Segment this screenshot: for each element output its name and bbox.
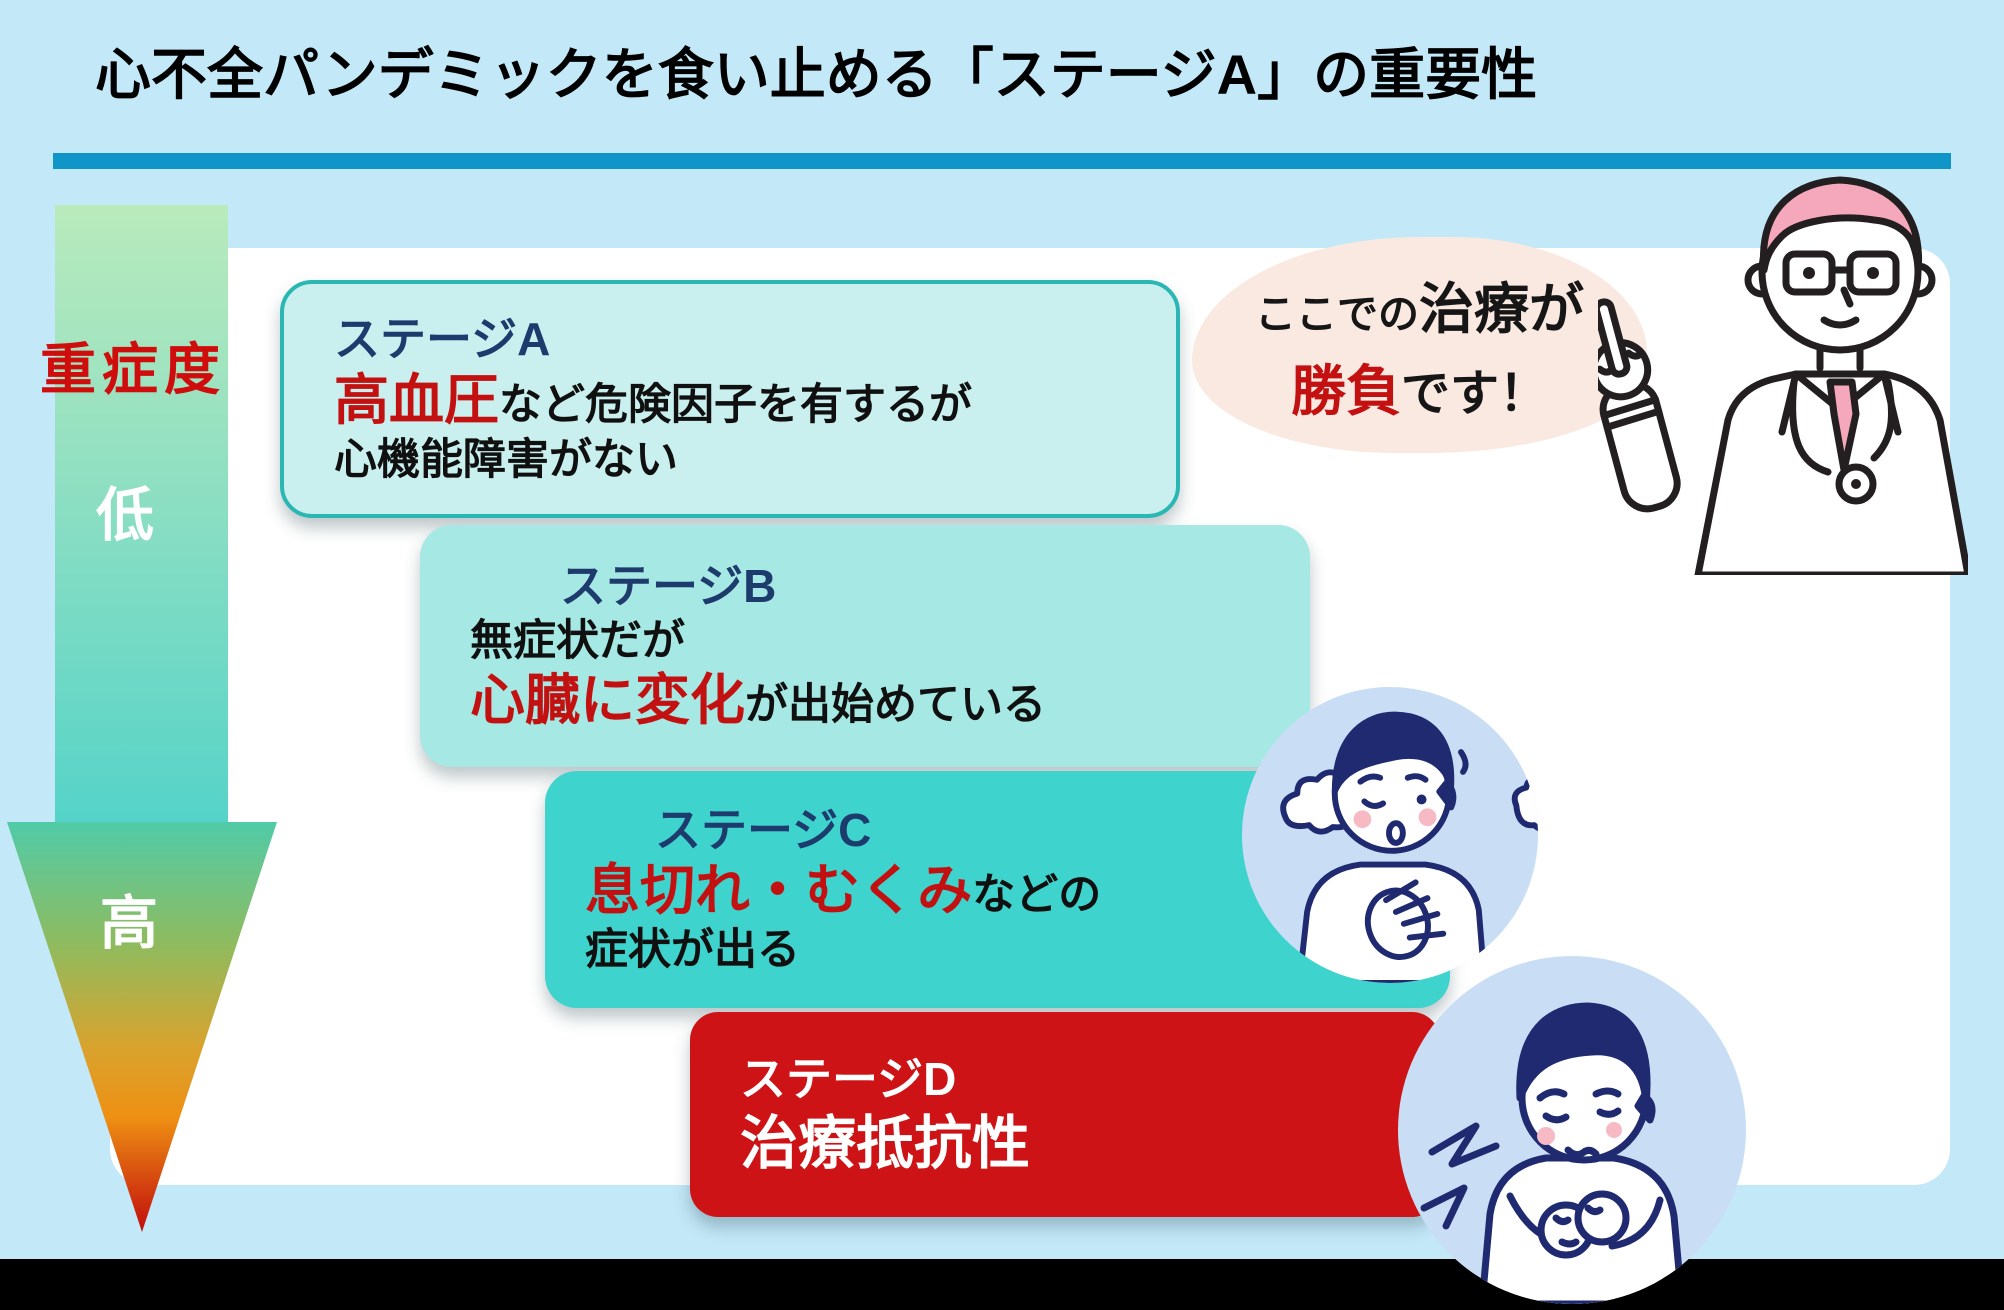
stage-c-name: ステージC: [655, 803, 872, 856]
patient1-cheek-left: [1353, 810, 1372, 829]
patient2-cheek-left: [1537, 1127, 1555, 1145]
patient1-brow-left: [1357, 773, 1384, 785]
stage-a-line1: 高血圧 など危険因子を有するが: [334, 368, 1136, 432]
stethoscope-tube-left: [1789, 378, 1832, 476]
stage-c-line1: 息切れ・むくみ などの: [585, 860, 1410, 922]
patient2-fist-right: [1574, 1190, 1630, 1246]
page-title: 心不全パンデミックを食い止める「ステージA」の重要性: [95, 43, 1538, 106]
bubble-line2-emphasis: 勝負: [1290, 360, 1401, 422]
patient2-brow-right: [1592, 1087, 1622, 1098]
patient2-hair: [1516, 1002, 1651, 1108]
stage-b-card: ステージB 無症状だが 心臓に変化 が出始めている: [420, 525, 1310, 767]
doctor-pointing-icon: [1590, 170, 1972, 579]
stage-d-card: ステージD 治療抵抗性: [690, 1012, 1440, 1217]
patient2-mouth: [1564, 1146, 1600, 1159]
stage-b-line2: 心臓に変化 が出始めている: [470, 670, 1270, 732]
bubble-line1-emphasis: 治療が: [1418, 278, 1584, 340]
stage-b-emphasis: 心臓に変化: [470, 669, 746, 732]
stage-b-line1: 無症状だが: [470, 616, 685, 665]
patient1-cheek-right: [1418, 808, 1437, 827]
stage-a-text: など危険因子を有するが: [499, 380, 973, 429]
sweat-drop-icon: [1458, 749, 1469, 775]
patient1-brow-right: [1404, 773, 1429, 783]
stage-b-name: ステージB: [560, 560, 777, 613]
stage-a-emphasis: 高血圧: [334, 368, 500, 431]
patient2-knuckles: [1552, 1204, 1604, 1248]
stage-d-line1: 治療抵抗性: [740, 1111, 1031, 1177]
pain-zigzag2-icon: [1420, 1184, 1468, 1230]
doctor-mouth: [1820, 316, 1860, 329]
doctor-eye-right: [1867, 267, 1879, 279]
stage-a-card: ステージA 高血圧 など危険因子を有するが 心機能障害がない: [280, 280, 1180, 518]
stage-c-emphasis: 息切れ・むくみ: [585, 859, 973, 922]
patient2-brow-left: [1536, 1088, 1568, 1102]
stage-a-name: ステージA: [334, 313, 551, 366]
patient-chest-pain-icon: [1398, 956, 1746, 1304]
severity-high-label: 高: [100, 891, 159, 956]
patient-short-of-breath-icon: [1242, 687, 1538, 983]
doctor-hair: [1759, 176, 1923, 276]
stage-c-line2: 症状が出る: [585, 926, 800, 975]
severity-arrow-body: [55, 205, 228, 823]
doctor-eye-left: [1803, 267, 1815, 279]
stage-d-name: ステージD: [740, 1053, 957, 1106]
patient1-mouth: [1386, 820, 1406, 846]
patient1-hair: [1331, 711, 1455, 795]
stage-c-text: などの: [972, 871, 1102, 920]
patient2-eye-left-closed: [1542, 1112, 1570, 1124]
pointing-hand-icon: [1590, 298, 1681, 513]
stage-b-text: が出始めている: [745, 681, 1047, 730]
patient2-cheek-right: [1606, 1122, 1622, 1138]
doctor-speech-bubble: ここでの 治療が 勝負 です！: [1192, 237, 1647, 453]
bubble-line1-normal: ここでの: [1254, 291, 1419, 337]
patient2-eye-right-closed: [1596, 1107, 1622, 1118]
patient2-arm-right: [1608, 1196, 1664, 1250]
patient2-hair-tuft: [1634, 1092, 1656, 1124]
pain-zigzag-icon: [1428, 1122, 1500, 1168]
stethoscope-tube-right: [1870, 378, 1896, 462]
doctor-tie: [1826, 378, 1860, 474]
patient1-eye-left-closed: [1361, 798, 1387, 809]
doctor-nose: [1840, 286, 1854, 308]
patient1-hair-tuft: [1436, 778, 1457, 811]
stage-a-line2: 心機能障害がない: [334, 435, 678, 484]
patient1-eye-right: [1416, 794, 1427, 805]
title-underline: [53, 153, 1951, 169]
severity-axis-label: 重症度: [40, 338, 226, 401]
bubble-line2-normal: です！: [1401, 367, 1549, 421]
bottom-bar: [0, 1259, 2004, 1310]
severity-low-label: 低: [96, 483, 155, 548]
patient1-fingers: [1383, 879, 1447, 941]
doctor-coat: [1694, 370, 1972, 579]
